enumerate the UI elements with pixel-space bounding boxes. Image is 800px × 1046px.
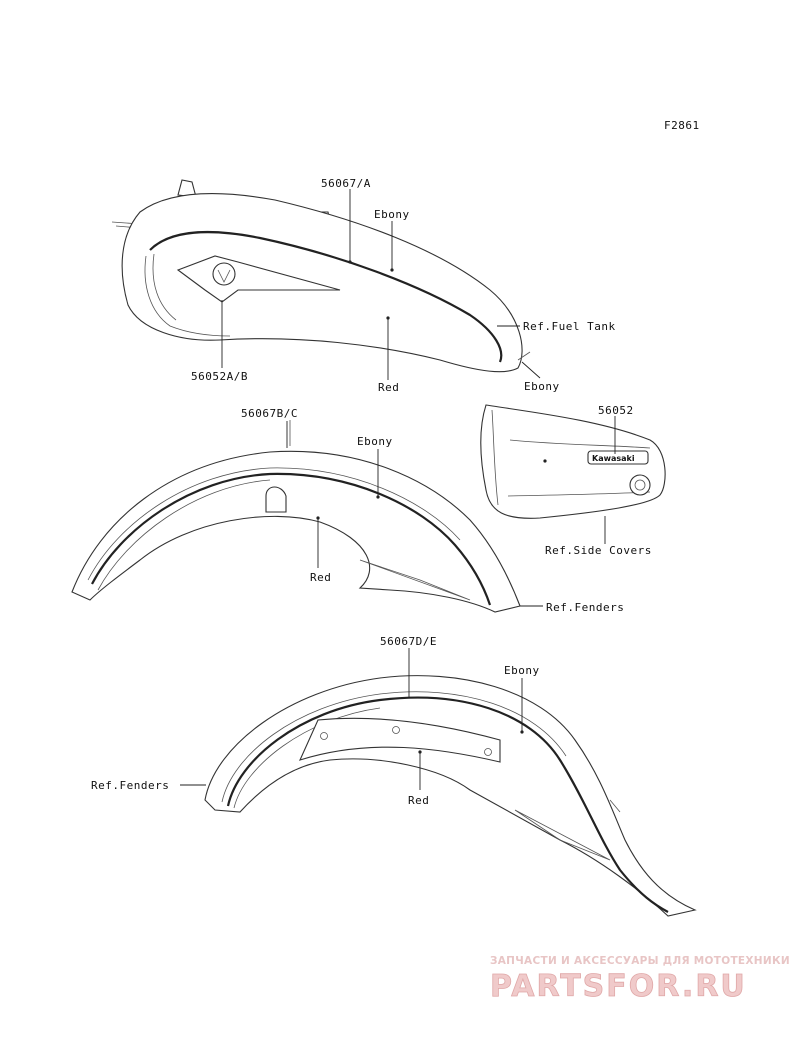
callout-tank-red: Red	[378, 381, 399, 394]
callout-ref-fenders-front: Ref.Fenders	[546, 601, 624, 614]
callout-side-cover-red: Red	[310, 571, 331, 584]
side-cover-drawing: Kawasaki	[480, 404, 666, 519]
front-fender-drawing	[71, 420, 521, 613]
callout-rear-fender-part: 56067D/E	[380, 635, 437, 648]
callout-front-fender-ebony: Ebony	[357, 435, 393, 448]
callout-side-cover-part: 56052	[598, 404, 634, 417]
fuel-tank-drawing	[111, 179, 531, 373]
watermark-tagline: ЗАПЧАСТИ И АКСЕССУАРЫ ДЛЯ МОТОТЕХНИКИ	[490, 955, 790, 967]
callout-tank-emblem-part: 56052A/B	[191, 370, 248, 383]
callout-tank-decal-part: 56067/A	[321, 177, 371, 190]
figure-code: F2861	[664, 119, 700, 132]
callout-ref-fenders-rear: Ref.Fenders	[91, 779, 169, 792]
callout-front-fender-part: 56067B/C	[241, 407, 298, 420]
callout-ref-fuel-tank: Ref.Fuel Tank	[523, 320, 616, 333]
callout-tank-ebony: Ebony	[374, 208, 410, 221]
callout-rear-fender-ebony: Ebony	[504, 664, 540, 677]
side-cover-badge: Kawasaki	[592, 454, 635, 463]
rear-fender-drawing	[204, 675, 697, 917]
callout-rear-fender-red: Red	[408, 794, 429, 807]
callout-tank-ebony-lower: Ebony	[524, 380, 560, 393]
callout-ref-side-covers: Ref.Side Covers	[545, 544, 652, 557]
watermark-logo: PARTSFOR.RU	[490, 969, 747, 1004]
